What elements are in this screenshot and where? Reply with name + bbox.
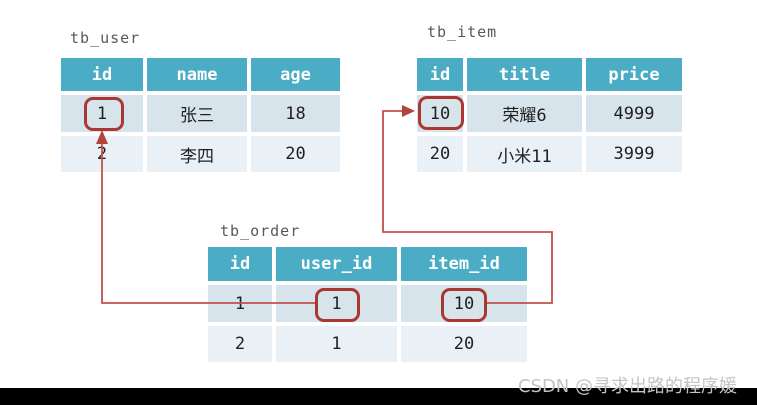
tb-item-cell-r2-price: 3999 (586, 136, 682, 172)
tb-user-cell-r1-age: 18 (251, 95, 340, 132)
highlight-box-user-id-1 (84, 97, 124, 131)
tb-order-cell-r2-user-id: 1 (276, 326, 397, 362)
tb-order-cell-r2-id: 2 (208, 326, 272, 362)
tb-user-cell-r1-id: 1 (61, 95, 143, 132)
tb-item-header-id: id (417, 58, 463, 91)
tb-user-header-id: id (61, 58, 143, 91)
tb-user-header-age: age (251, 58, 340, 91)
tb-user-cell-r2-name: 李四 (147, 136, 247, 172)
tb-order-cell-r1-id: 1 (208, 285, 272, 322)
tb-order-title: tb_order (220, 222, 301, 240)
highlight-box-order-user-id-1 (315, 288, 360, 322)
tb-item-cell-r1-price: 4999 (586, 95, 682, 132)
tb-order-header-id: id (208, 247, 272, 281)
tb-user-cell-r2-id: 2 (61, 136, 143, 172)
tb-item-header-price: price (586, 58, 682, 91)
watermark-text: CSDN @寻求出路的程序媛 (517, 376, 737, 397)
tb-item-header-title: title (467, 58, 582, 91)
highlight-box-order-item-id-10 (441, 288, 487, 322)
tb-item-cell-r1-title: 荣耀6 (467, 95, 582, 132)
tb-order-header-item-id: item_id (401, 247, 527, 281)
tb-item-cell-r2-id: 20 (417, 136, 463, 172)
tb-item-cell-r2-title: 小米11 (467, 136, 582, 172)
tb-item-title: tb_item (427, 23, 498, 41)
highlight-box-item-id-10 (418, 96, 464, 130)
tb-order-cell-r2-item-id: 20 (401, 326, 527, 362)
tb-user-header-name: name (147, 58, 247, 91)
tb-user-title: tb_user (70, 29, 141, 47)
tb-user-cell-r1-name: 张三 (147, 95, 247, 132)
tb-order-header-user-id: user_id (276, 247, 397, 281)
tb-user-cell-r2-age: 20 (251, 136, 340, 172)
footer-bar (0, 388, 757, 405)
